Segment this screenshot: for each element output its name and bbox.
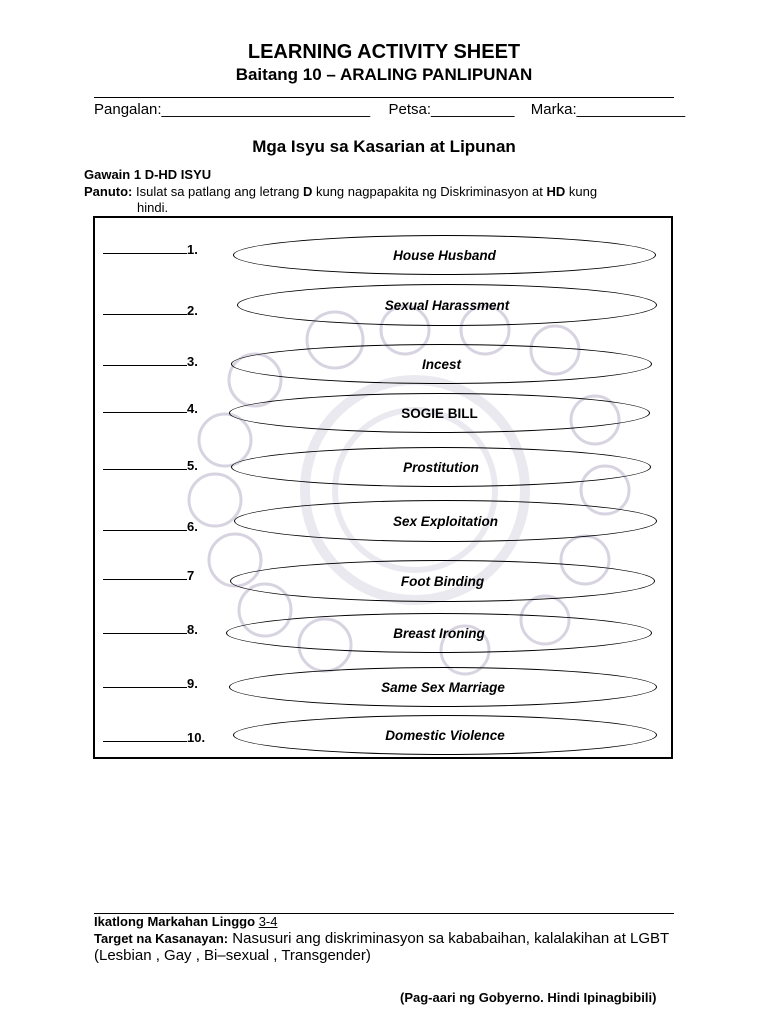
instructions: Panuto: Isulat sa patlang ang letrang D …: [84, 184, 597, 199]
answer-blank-3[interactable]: 3.: [103, 354, 198, 369]
item-oval-6: Sex Exploitation: [234, 500, 657, 542]
score-field[interactable]: Marka:_____________: [530, 101, 686, 118]
answer-blank-8[interactable]: 8.: [103, 622, 198, 637]
item-oval-3: Incest: [231, 344, 652, 384]
week-number: 3-4: [258, 914, 278, 929]
date-field[interactable]: Petsa:__________: [388, 101, 515, 118]
item-label: Domestic Violence: [385, 727, 505, 743]
item-oval-2: Sexual Harassment: [237, 284, 657, 326]
sheet-title: LEARNING ACTIVITY SHEET: [247, 41, 521, 63]
target-label: Target na Kasanayan:: [94, 931, 229, 946]
instruction-text-a: Isulat sa patlang ang letrang: [136, 184, 303, 199]
item-label: Foot Binding: [400, 573, 485, 589]
instruction-text-b: kung nagpapakita ng Diskriminasyon at: [312, 184, 547, 199]
answer-blank-10[interactable]: 10.: [103, 730, 205, 745]
instruction-text-c: kung: [565, 184, 598, 199]
item-oval-7: Foot Binding: [230, 560, 655, 602]
instruction-text-d: hindi.: [137, 200, 169, 215]
answer-blank-1[interactable]: 1.: [103, 242, 198, 257]
item-oval-10: Domestic Violence: [233, 715, 657, 755]
item-label: House Husband: [393, 247, 496, 263]
answer-blank-6[interactable]: 6.: [103, 519, 198, 534]
quarter-week: Ikatlong Markahan Linggo 3-4: [94, 914, 277, 929]
answer-blank-2[interactable]: 2.: [103, 303, 198, 318]
item-label: Breast Ironing: [393, 625, 485, 641]
answer-blank-9[interactable]: 9.: [103, 676, 198, 691]
target-skill: Target na Kasanayan: Nasusuri ang diskri…: [94, 930, 674, 964]
footer-divider: [94, 913, 674, 914]
letter-hd: HD: [546, 184, 566, 199]
item-oval-4: SOGIE BILL: [229, 393, 650, 433]
target-text: Nasusuri ang diskriminasyon sa kababaiha…: [94, 930, 669, 964]
item-label: Prostitution: [403, 459, 479, 475]
item-label: Sex Exploitation: [392, 513, 499, 529]
item-label: SOGIE BILL: [401, 405, 478, 421]
quarter-label: Ikatlong Markahan Linggo: [94, 914, 259, 929]
item-oval-1: House Husband: [233, 235, 656, 275]
sheet-subtitle: Baitang 10 – ARALING PANLIPUNAN: [235, 65, 533, 84]
instruction-label: Panuto:: [84, 184, 133, 199]
student-info-row: Pangalan:_________________________ Petsa…: [94, 101, 685, 118]
name-field[interactable]: Pangalan:_________________________: [94, 101, 371, 118]
header-divider: [94, 97, 674, 98]
letter-d: D: [302, 184, 313, 199]
topic-heading: Mga Isyu sa Kasarian at Lipunan: [252, 137, 516, 156]
activity-box: [93, 216, 673, 759]
answer-blank-5[interactable]: 5.: [103, 458, 198, 473]
item-label: Incest: [421, 356, 462, 372]
answer-blank-7[interactable]: 7: [103, 568, 194, 583]
item-label: Same Sex Marriage: [381, 679, 505, 695]
item-oval-8: Breast Ironing: [226, 613, 652, 653]
item-oval-9: Same Sex Marriage: [229, 667, 657, 707]
ownership-note: (Pag-aari ng Gobyerno. Hindi Ipinagbibil…: [400, 990, 657, 1005]
item-oval-5: Prostitution: [231, 447, 651, 487]
activity-title: Gawain 1 D-HD ISYU: [84, 167, 212, 182]
answer-blank-4[interactable]: 4.: [103, 401, 198, 416]
item-label: Sexual Harassment: [384, 297, 510, 313]
